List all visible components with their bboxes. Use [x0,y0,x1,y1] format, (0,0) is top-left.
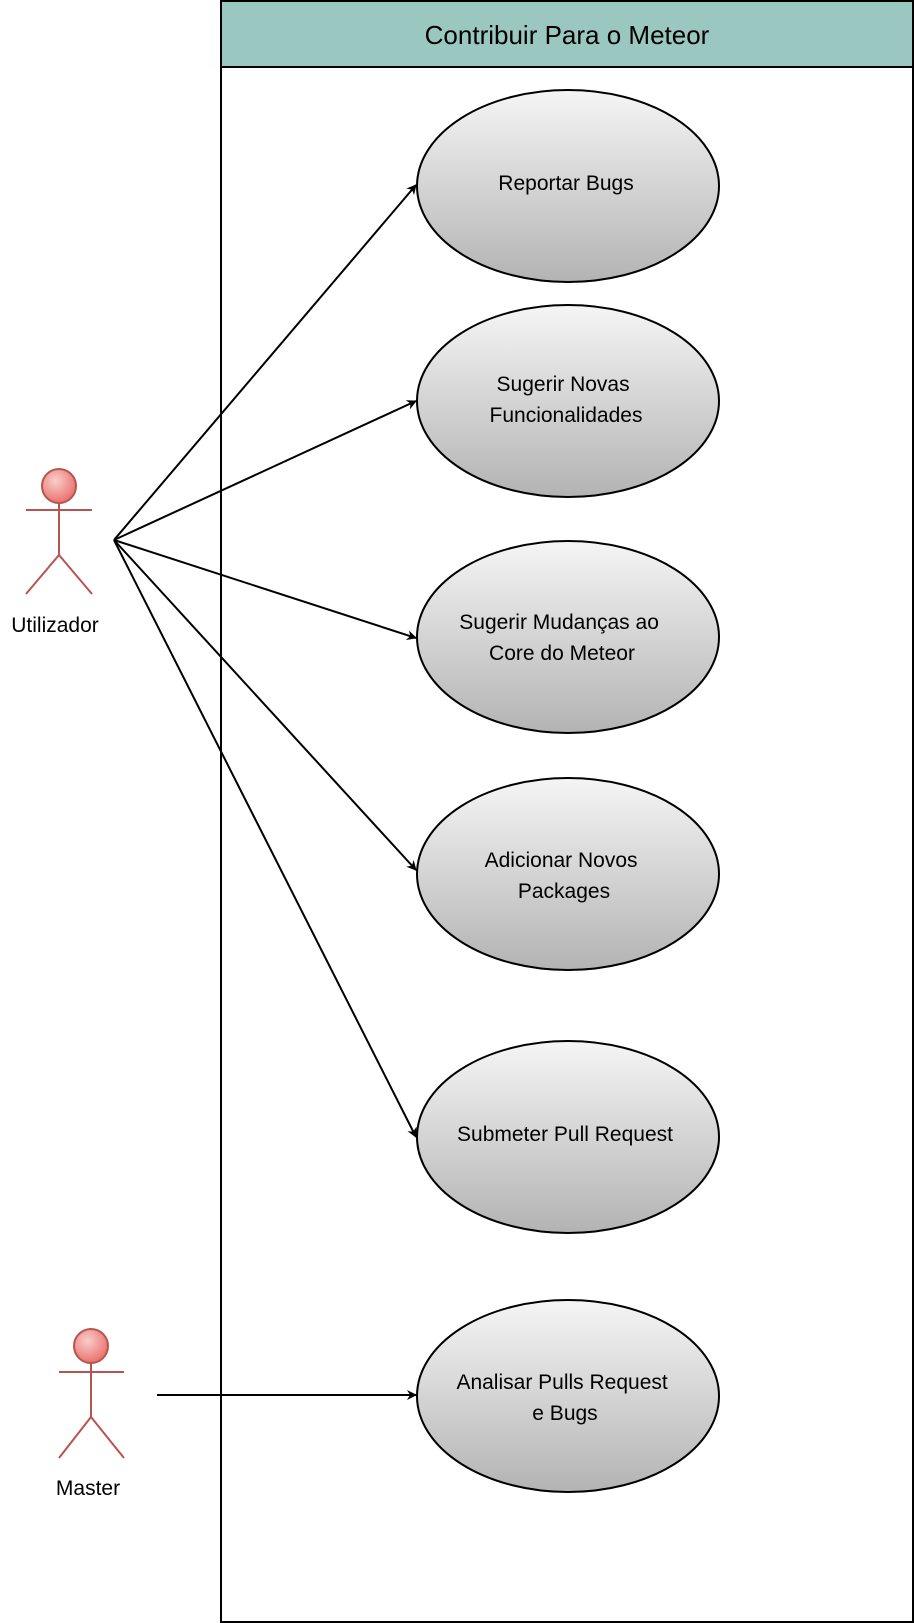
association-utilizador-sugerir-mudancas-core [113,539,417,640]
use-case-adicionar-novos-packages[interactable]: Adicionar Novos Packages [416,777,720,971]
use-case-sugerir-novas-funcionalidades[interactable]: Sugerir Novas Funcionalidades [416,304,720,498]
actor-head [73,1328,109,1364]
actor-icon [58,1328,125,1459]
association-utilizador-reportar-bugs [113,184,417,541]
actor-utilizador[interactable]: Utilizador [11,468,99,637]
use-case-submeter-pull-request[interactable]: Submeter Pull Request [416,1040,720,1234]
use-case-shape [416,1299,720,1493]
system-title: Contribuir Para o Meteor [425,20,710,50]
use-case-reportar-bugs[interactable]: Reportar Bugs [416,89,720,283]
actor-label: Utilizador [11,614,99,637]
use-case-label: Submeter Pull Request [457,1123,673,1146]
use-case-shape [416,777,720,971]
use-case-analisar-pulls-request[interactable]: Analisar Pulls Request e Bugs [416,1299,720,1493]
use-case-shape [416,89,720,283]
use-case-shape [416,1040,720,1234]
use-case-label: Adicionar Novos Packages [485,849,644,903]
actor-head [41,468,77,504]
actor-icon [25,468,93,595]
use-case-label: Sugerir Mudanças ao Core do Meteor [459,611,664,665]
use-case-shape [416,304,720,498]
system-header [220,0,914,68]
association-utilizador-sugerir-novas-funcionalidades [113,400,417,541]
associations [113,184,417,1400]
association-utilizador-submeter-pull-request [113,539,417,1138]
actor-label: Master [56,1477,120,1500]
use-case-sugerir-mudancas-core[interactable]: Sugerir Mudanças ao Core do Meteor [416,540,720,734]
use-case-label: Reportar Bugs [498,172,633,195]
use-case-shape [416,540,720,734]
association-utilizador-adicionar-novos-packages [113,539,417,871]
use-case-label: Analisar Pulls Request e Bugs [456,1371,673,1425]
use-cases: Reportar Bugs Sugerir Novas Funcionalida… [416,89,720,1493]
use-case-label: Sugerir Novas Funcionalidades [490,373,643,427]
actor-master[interactable]: Master [56,1328,125,1500]
